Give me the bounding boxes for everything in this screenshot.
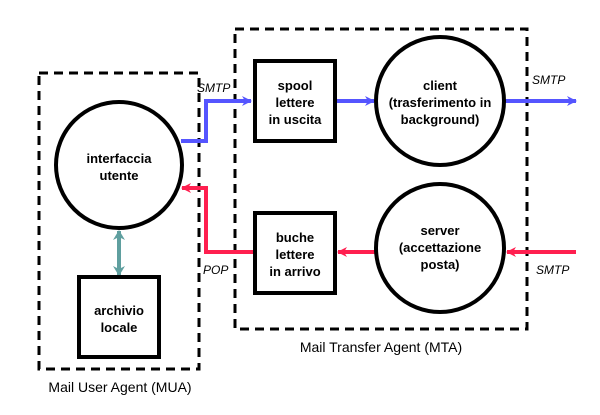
protocol-label-smtp-mta-in: SMTP — [536, 263, 569, 277]
node-label: spool — [278, 78, 313, 93]
node-label: utente — [100, 168, 139, 183]
edge-buche-to-interfaccia — [181, 183, 253, 254]
node-label: background) — [401, 112, 480, 127]
node-label: in uscita — [269, 112, 323, 127]
node-buche: buche lettere in arrivo — [253, 211, 337, 295]
node-label: lettere — [275, 95, 314, 110]
mua-group-boundary — [37, 71, 201, 371]
node-label: in arrivo — [269, 264, 320, 279]
node-label: (accettazione — [399, 240, 481, 255]
node-interfaccia: interfaccia utente — [54, 100, 184, 230]
mta-group-boundary — [233, 27, 529, 331]
node-archivio: archivio locale — [77, 275, 161, 359]
node-client: client (trasferimento in background) — [374, 35, 506, 167]
protocol-label-smtp-mta-out: SMTP — [532, 73, 565, 87]
node-label: posta) — [421, 257, 460, 272]
edge-interfaccia-to-spool — [181, 96, 252, 143]
mua-group-label: Mail User Agent (MUA) — [48, 379, 191, 395]
node-label: locale — [101, 320, 138, 335]
protocol-label-pop: POP — [203, 263, 228, 277]
node-label: archivio — [94, 303, 144, 318]
node-label: buche — [276, 230, 314, 245]
protocol-label-smtp-mua-out: SMTP — [197, 81, 230, 95]
node-label: interfaccia — [86, 151, 152, 166]
node-label: lettere — [275, 247, 314, 262]
node-label: server — [420, 223, 459, 238]
mta-group-label: Mail Transfer Agent (MTA) — [300, 339, 462, 355]
node-spool: spool lettere in uscita — [253, 59, 337, 143]
node-label: client — [423, 78, 458, 93]
node-label: (trasferimento in — [389, 95, 492, 110]
node-server: server (accettazione posta) — [374, 182, 506, 314]
